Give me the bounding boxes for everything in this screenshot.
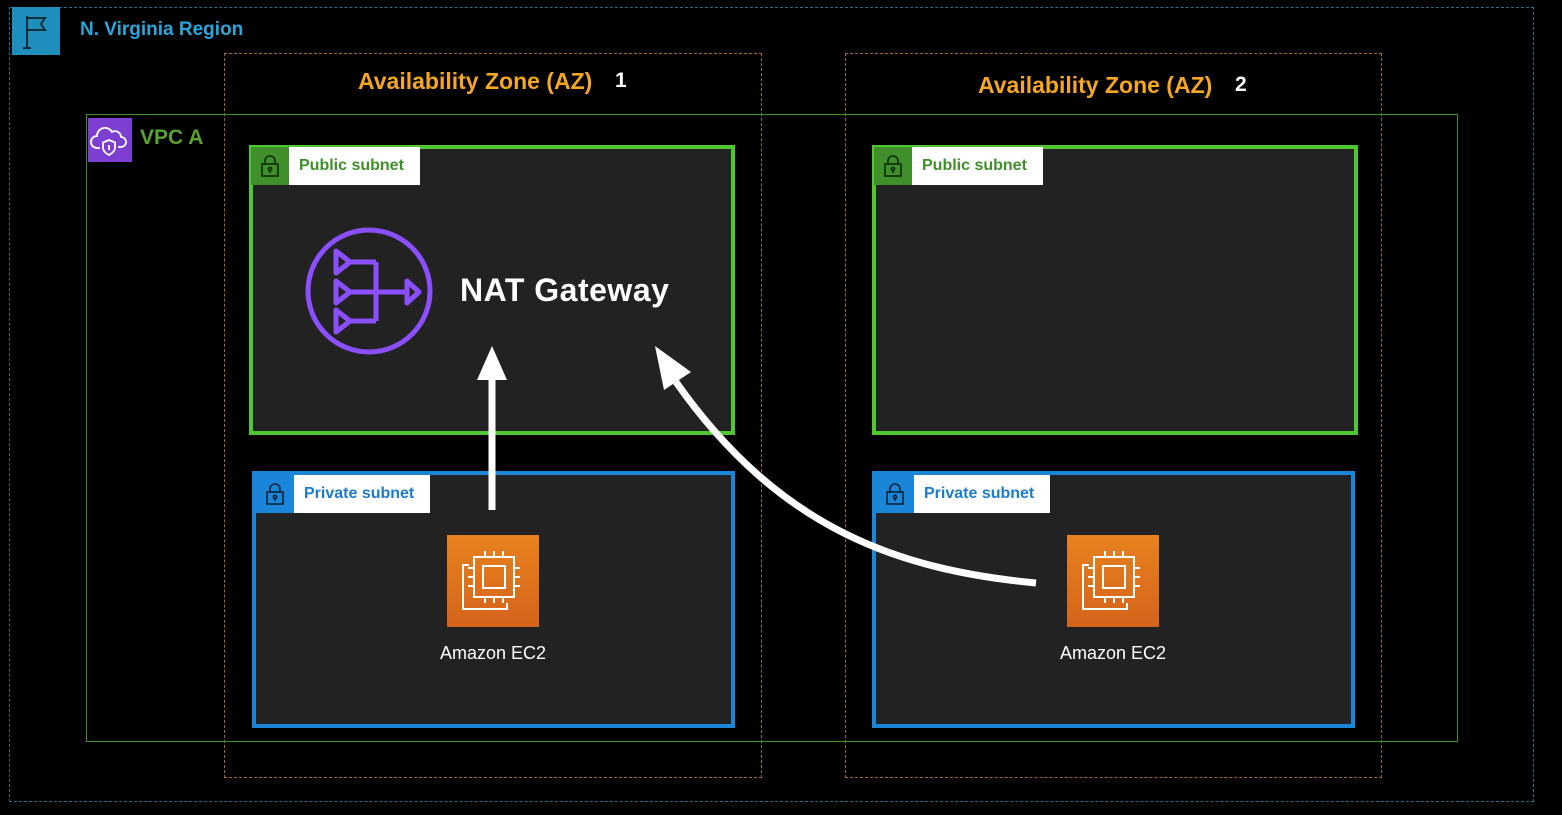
private-subnet-az1 — [252, 471, 735, 728]
az-2-number: 2 — [1235, 73, 1247, 96]
az-1-number: 1 — [615, 69, 627, 92]
availability-zone-1 — [224, 53, 762, 778]
private-subnet-az2-tag: Private subnet — [876, 475, 1051, 513]
az-2-label: Availability Zone (AZ) — [978, 72, 1213, 98]
private-subnet-az2-label: Private subnet — [924, 485, 1035, 502]
lock-icon — [874, 147, 912, 185]
region-label: N. Virginia Region — [80, 19, 244, 40]
arrow-icon — [655, 346, 1037, 587]
lock-icon — [876, 475, 914, 513]
vpc-container — [86, 114, 1458, 742]
ec2-az1-label: Amazon EC2 — [439, 643, 547, 663]
flag-icon — [12, 7, 60, 55]
lock-icon — [256, 475, 294, 513]
public-subnet-az1-label: Public subnet — [299, 157, 404, 174]
private-subnet-az1-tag: Private subnet — [256, 475, 431, 513]
region-container — [9, 7, 1534, 802]
ec2-chip-icon — [1067, 535, 1159, 627]
nat-gateway-label: NAT Gateway — [460, 272, 670, 308]
lock-icon — [251, 147, 289, 185]
public-subnet-az1-tag: Public subnet — [251, 147, 420, 185]
ec2-chip-icon — [447, 535, 539, 627]
public-subnet-az2 — [872, 145, 1358, 435]
arrow-icon — [477, 346, 507, 510]
availability-zone-2 — [845, 53, 1382, 778]
public-subnet-az2-tag: Public subnet — [874, 147, 1043, 185]
vpc-label: VPC A — [140, 126, 204, 149]
nat-gateway-icon — [304, 226, 434, 356]
az-1-label: Availability Zone (AZ) — [358, 68, 593, 94]
public-subnet-az2-label: Public subnet — [922, 157, 1027, 174]
ec2-az2-label: Amazon EC2 — [1059, 643, 1167, 663]
cloud-shield-icon — [88, 118, 132, 162]
private-subnet-az1-label: Private subnet — [304, 485, 415, 502]
